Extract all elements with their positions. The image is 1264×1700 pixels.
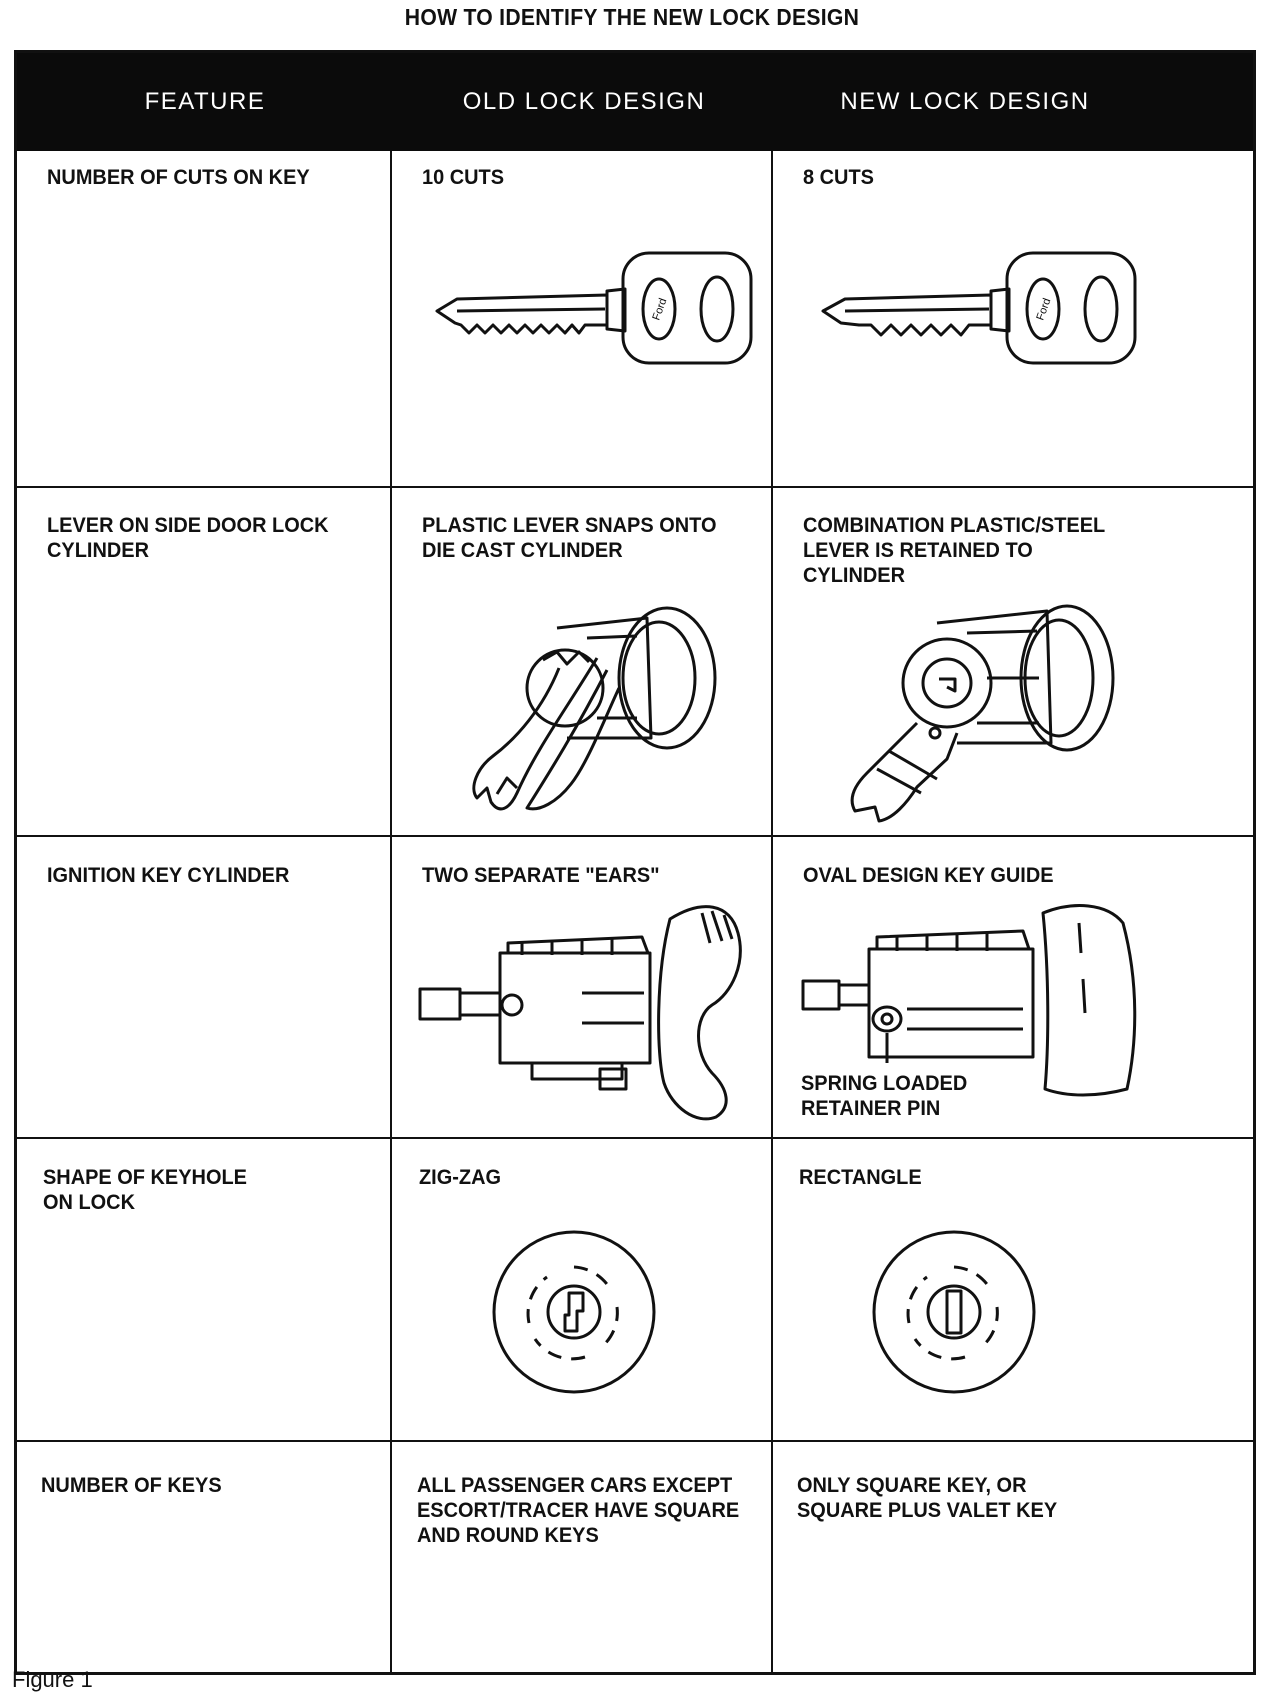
svg-text:Ford: Ford: [650, 297, 669, 322]
row-divider: [17, 835, 1253, 837]
figure-caption: Figure 1: [12, 1667, 93, 1692]
new-design-text: 8 CUTS: [803, 166, 874, 189]
retainer-pin-callout: SPRING LOADED RETAINER PIN: [801, 1072, 968, 1120]
new-design-text: COMBINATION PLASTIC/STEEL LEVER IS RETAI…: [803, 514, 1106, 587]
old-design-text: ALL PASSENGER CARS EXCEPT ESCORT/TRACER …: [417, 1474, 740, 1547]
key-10-cuts-icon: Ford: [435, 251, 753, 365]
feature-label: NUMBER OF CUTS ON KEY: [47, 166, 310, 189]
row-divider: [17, 486, 1253, 488]
ignition-cylinder-ears-icon: [418, 905, 742, 1121]
old-design-text: PLASTIC LEVER SNAPS ONTO DIE CAST CYLIND…: [422, 514, 717, 562]
table-header: FEATURE OLD LOCK DESIGN NEW LOCK DESIGN: [17, 53, 1253, 151]
ignition-cylinder-oval-guide-icon: [801, 904, 1137, 1097]
feature-label: LEVER ON SIDE DOOR LOCK CYLINDER: [47, 514, 329, 562]
header-feature: FEATURE: [144, 88, 266, 115]
zigzag-keyhole-icon: [492, 1230, 656, 1394]
column-divider: [390, 151, 392, 1672]
column-divider: [771, 151, 773, 1672]
lock-comparison-table: FEATURE OLD LOCK DESIGN NEW LOCK DESIGN …: [14, 50, 1256, 1675]
feature-label: IGNITION KEY CYLINDER: [47, 864, 290, 887]
plastic-lever-cylinder-icon: [472, 606, 717, 811]
old-design-text: 10 CUTS: [422, 166, 505, 189]
new-design-text: RECTANGLE: [799, 1166, 922, 1189]
old-design-text: ZIG-ZAG: [419, 1166, 502, 1189]
header-new-lock-design: NEW LOCK DESIGN: [840, 88, 1090, 115]
old-design-text: TWO SEPARATE "EARS": [422, 864, 660, 887]
new-design-text: ONLY SQUARE KEY, OR SQUARE PLUS VALET KE…: [797, 1474, 1058, 1522]
row-divider: [17, 1137, 1253, 1139]
plastic-steel-lever-cylinder-icon: [850, 604, 1115, 823]
feature-label: NUMBER OF KEYS: [41, 1474, 222, 1497]
svg-text:Ford: Ford: [1034, 297, 1053, 322]
page-title: HOW TO IDENTIFY THE NEW LOCK DESIGN: [404, 4, 860, 30]
key-8-cuts-icon: Ford: [821, 251, 1137, 365]
new-design-text: OVAL DESIGN KEY GUIDE: [803, 864, 1054, 887]
rectangle-keyhole-icon: [872, 1230, 1036, 1394]
row-divider: [17, 1440, 1253, 1442]
feature-label: SHAPE OF KEYHOLE ON LOCK: [43, 1166, 247, 1214]
header-old-lock-design: OLD LOCK DESIGN: [462, 88, 706, 115]
